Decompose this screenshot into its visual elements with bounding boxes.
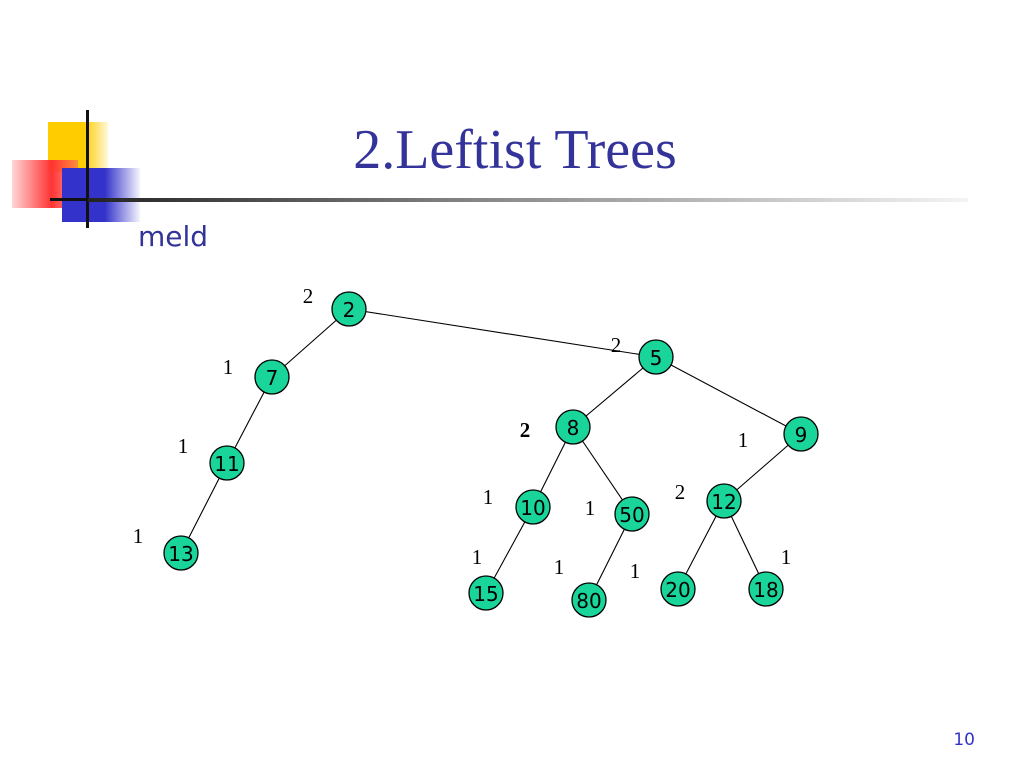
tree-node-11: 11 bbox=[209, 445, 245, 481]
tree-node-80: 80 bbox=[571, 582, 607, 618]
s-value-label-10: 1 bbox=[483, 485, 494, 509]
node-key-label: 2 bbox=[343, 298, 356, 322]
s-value-label-13: 1 bbox=[133, 524, 144, 548]
tree-node-50: 50 bbox=[614, 496, 650, 532]
tree-node-12: 12 bbox=[706, 483, 742, 519]
node-key-label: 9 bbox=[795, 423, 808, 447]
s-value-label-80: 1 bbox=[554, 555, 565, 579]
s-value-label-2: 2 bbox=[303, 284, 314, 308]
node-key-label: 5 bbox=[650, 346, 663, 370]
node-circle bbox=[783, 416, 819, 452]
node-key-label: 8 bbox=[567, 416, 580, 440]
node-circle bbox=[555, 409, 591, 445]
tree-edges bbox=[180, 308, 802, 601]
tree-node-15: 15 bbox=[468, 575, 504, 611]
tree-node-18: 18 bbox=[748, 571, 784, 607]
node-circle bbox=[331, 291, 367, 327]
deco-vertical-line bbox=[86, 110, 89, 228]
tree-node-20: 20 bbox=[660, 571, 696, 607]
s-value-label-8: 2 bbox=[520, 418, 531, 442]
node-circle bbox=[638, 339, 674, 375]
node-key-label: 18 bbox=[753, 578, 778, 602]
node-circle bbox=[468, 575, 504, 611]
tree-node-9: 9 bbox=[783, 416, 819, 452]
node-key-label: 11 bbox=[214, 452, 239, 476]
s-value-label-18: 1 bbox=[781, 545, 792, 569]
node-key-label: 80 bbox=[576, 589, 601, 613]
title-underline bbox=[88, 198, 968, 202]
node-circle bbox=[515, 489, 551, 525]
node-circle bbox=[254, 359, 290, 395]
tree-edge-n2-n5 bbox=[348, 308, 657, 358]
node-circle bbox=[209, 445, 245, 481]
s-value-label-12: 2 bbox=[675, 480, 686, 504]
s-value-label-20: 1 bbox=[630, 559, 641, 583]
tree-node-2: 2 bbox=[331, 291, 367, 327]
tree-edge-n5-n9 bbox=[655, 356, 802, 435]
tree-node-13: 13 bbox=[163, 535, 199, 571]
node-key-label: 15 bbox=[473, 582, 498, 606]
node-key-label: 13 bbox=[168, 542, 193, 566]
tree-node-5: 5 bbox=[638, 339, 674, 375]
s-value-label-50: 1 bbox=[585, 496, 596, 520]
node-circle bbox=[706, 483, 742, 519]
node-key-label: 12 bbox=[711, 490, 736, 514]
page-number: 10 bbox=[953, 730, 975, 750]
tree-edge-n5-n8 bbox=[572, 356, 657, 428]
node-circle bbox=[660, 571, 696, 607]
node-key-label: 10 bbox=[520, 496, 545, 520]
tree-node-8: 8 bbox=[555, 409, 591, 445]
s-value-label-7: 1 bbox=[223, 355, 234, 379]
s-value-label-11: 1 bbox=[178, 434, 189, 458]
node-circle bbox=[571, 582, 607, 618]
node-key-label: 50 bbox=[619, 503, 644, 527]
page-title: 2.Leftist Trees bbox=[353, 119, 677, 181]
s-value-label-9: 1 bbox=[738, 428, 749, 452]
tree-node-10: 10 bbox=[515, 489, 551, 525]
node-circle bbox=[748, 571, 784, 607]
deco-blue-square bbox=[62, 168, 140, 222]
node-circle bbox=[163, 535, 199, 571]
s-value-label-15: 1 bbox=[472, 545, 483, 569]
s-value-label-5: 2 bbox=[611, 333, 622, 357]
node-key-label: 20 bbox=[665, 578, 690, 602]
node-circle bbox=[614, 496, 650, 532]
bullet-text: meld bbox=[138, 220, 209, 253]
corner-decoration bbox=[0, 100, 200, 240]
tree-node-7: 7 bbox=[254, 359, 290, 395]
node-key-label: 7 bbox=[266, 366, 279, 390]
